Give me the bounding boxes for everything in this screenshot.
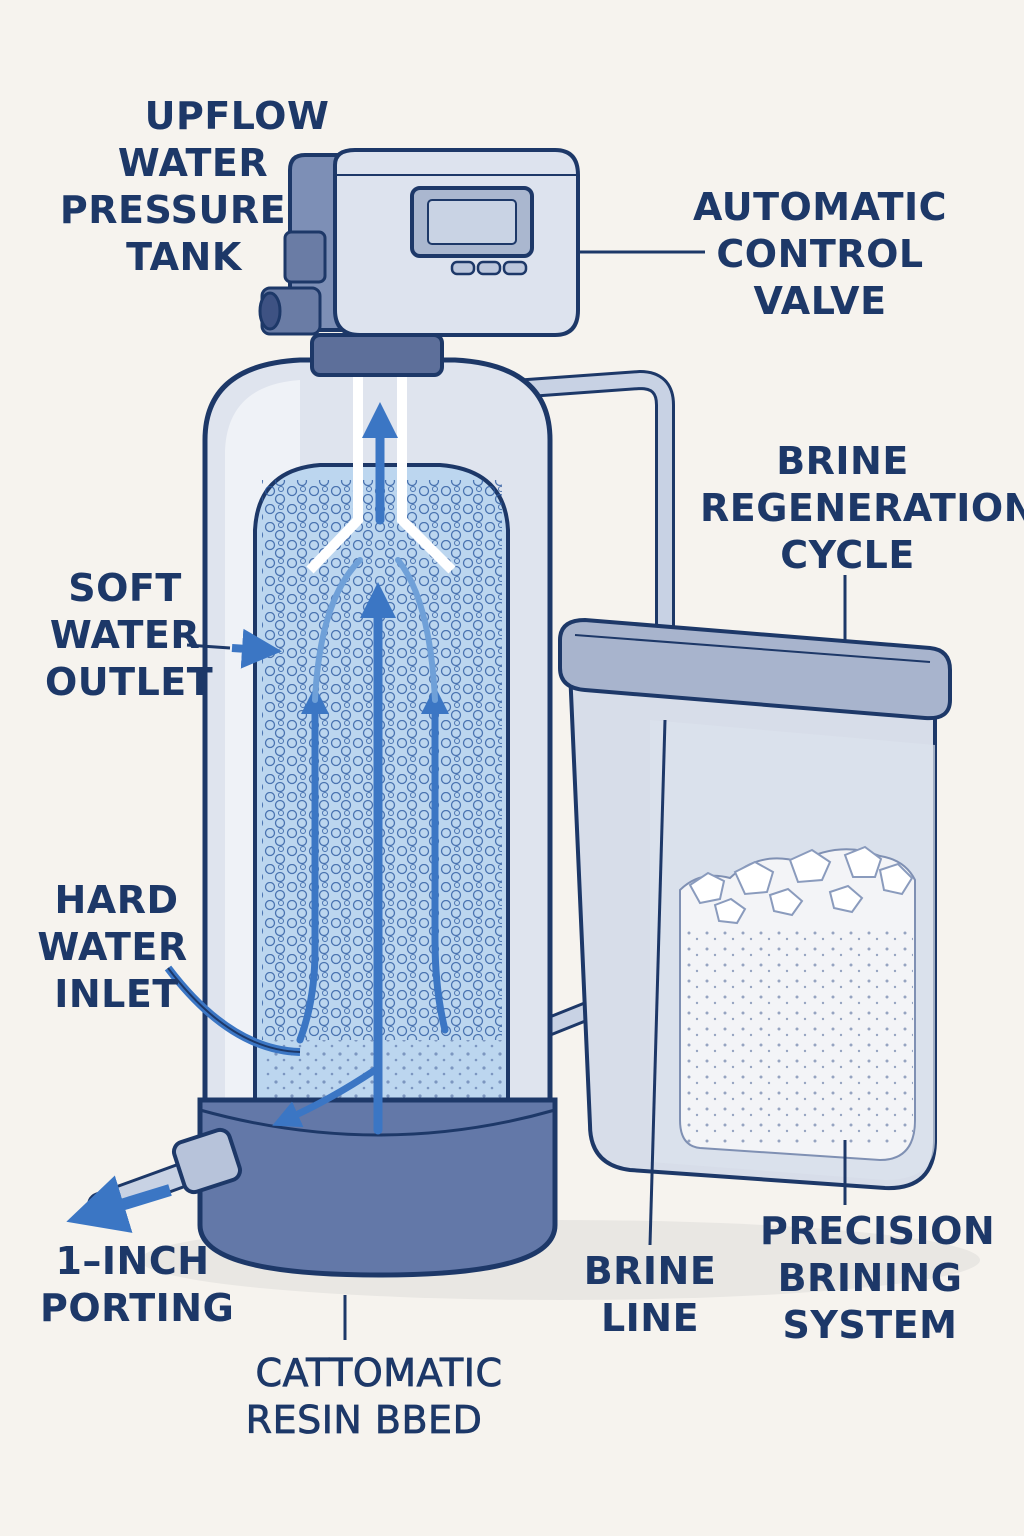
label-cattomatic-resin-bbed: CATTOMATIC RESIN BBED <box>245 1351 503 1443</box>
flow-arrows <box>272 402 449 1135</box>
label-automatic-control-valve: AUTOMATIC CONTROL VALVE <box>692 185 948 323</box>
valve-button-1 <box>450 260 476 276</box>
bottom-port <box>66 1127 243 1233</box>
brine-tank-lid <box>558 617 952 721</box>
leader-lines <box>164 250 847 1340</box>
valve-button-2 <box>476 260 502 276</box>
control-valve <box>258 148 580 377</box>
label-hard-water-inlet: HARD WATER INLET <box>37 878 188 1016</box>
riser-tube <box>306 360 456 574</box>
brine-tank <box>558 617 952 1191</box>
label-upflow-water-pressure-tank: UPFLOW WATER PRESSURE TANK <box>59 94 330 279</box>
label-brine-regeneration-cycle: BRINE REGENERATION CYCLE <box>700 439 1024 577</box>
tank-base <box>197 1097 558 1278</box>
label-one-inch-porting: 1–INCH PORTING <box>40 1239 235 1330</box>
valve-button-3 <box>502 260 528 276</box>
label-soft-water-outlet: SOFT WATER OUTLET <box>45 566 214 704</box>
label-precision-brining-system: PRECISION BRINING SYSTEM <box>760 1209 996 1347</box>
label-brine-line: BRINE LINE <box>583 1249 717 1340</box>
